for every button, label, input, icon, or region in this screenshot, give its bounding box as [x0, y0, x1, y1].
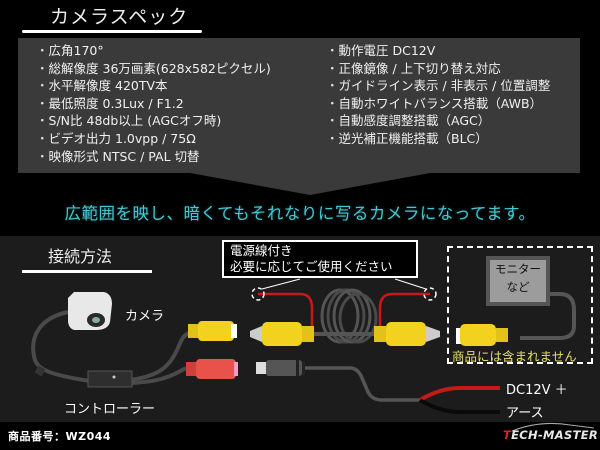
spec-item: S/N比 48db以上 (AGCオフ時) — [36, 112, 271, 130]
tagline: 広範囲を映し、暗くてもそれなりに写るカメラになってます。 — [64, 204, 536, 223]
spec-item: 水平解像度 420TV本 — [36, 77, 271, 95]
product-code: 商品番号：WZ044 — [8, 430, 112, 443]
rca-yellow-monitor-icon — [456, 324, 508, 346]
spec-item: 映像形式 NTSC / PAL 切替 — [36, 148, 271, 166]
extension-cable — [250, 288, 440, 346]
power-red-female-icon — [186, 359, 238, 379]
footer: 商品番号：WZ044 TECH-MASTER — [0, 422, 600, 450]
power-note-line2: 必要に応じてご使用ください — [230, 259, 393, 274]
not-included-label: 商品には含まれません — [452, 349, 577, 364]
brand-logo-rest: ECH-MASTER — [511, 428, 599, 442]
controller-icon — [87, 370, 133, 388]
dc12v-label: DC12V ＋ — [506, 383, 568, 398]
not-included-box — [447, 246, 593, 364]
spec-item: 動作電圧 DC12V — [326, 42, 550, 60]
spec-title-underline — [22, 30, 202, 33]
monitor-icon: モニター など — [486, 256, 550, 306]
spec-item: 自動ホワイトバランス搭載（AWB） — [326, 95, 550, 113]
rca-yellow-female-icon — [188, 321, 237, 341]
spec-item: ガイドライン表示 / 非表示 / 位置調整 — [326, 77, 551, 95]
spec-item: 自動感度調整搭載（AGC） — [326, 112, 550, 130]
power-note-line1: 電源線付き — [230, 243, 293, 258]
spec-title: カメラスペック — [50, 6, 189, 28]
camera-label: カメラ — [125, 309, 165, 324]
spec-item: 広角170° — [36, 42, 271, 60]
spec-panel-arrow — [190, 173, 430, 195]
power-end-marker-right — [423, 287, 437, 301]
spec-list-right: 動作電圧 DC12V 正像鏡像 / 上下切り替え対応 ガイドライン表示 / 非表… — [326, 42, 551, 148]
brand-swoosh-icon — [511, 423, 595, 432]
spec-item: 正像鏡像 / 上下切り替え対応 — [326, 60, 550, 78]
controller-label: コントローラー — [64, 402, 156, 417]
spec-item: ビデオ出力 1.0vpp / 75Ω — [36, 130, 271, 148]
monitor-label-line1: モニター — [495, 262, 541, 276]
wiring-diagram — [31, 278, 576, 414]
spec-item: 総解像度 36万画素(628x582ピクセル) — [36, 60, 271, 78]
spec-list-left: 広角170° 総解像度 36万画素(628x582ピクセル) 水平解像度 420… — [36, 42, 271, 165]
connection-title-underline — [22, 270, 152, 273]
connection-section: 接続方法 電源線付き 必要に応じてご使用ください カメラ コントローラー DC1… — [0, 236, 600, 422]
ground-label: アース — [506, 406, 544, 421]
power-note-box: 電源線付き 必要に応じてご使用ください — [222, 240, 418, 278]
spec-item: 逆光補正機能搭載（BLC） — [326, 130, 550, 148]
power-end-marker-left — [251, 287, 265, 301]
connection-title: 接続方法 — [48, 247, 113, 266]
power-plug-icon — [256, 360, 305, 376]
spec-section: カメラスペック 広角170° 総解像度 36万画素(628x582ピクセル) 水… — [0, 0, 600, 236]
camera-icon — [68, 292, 112, 330]
monitor-label-line2: など — [506, 280, 530, 294]
brand-logo-t: T — [503, 428, 512, 442]
spec-item: 最低照度 0.3Lux / F1.2 — [36, 95, 271, 113]
brand-logo: TECH-MASTER — [503, 428, 598, 442]
